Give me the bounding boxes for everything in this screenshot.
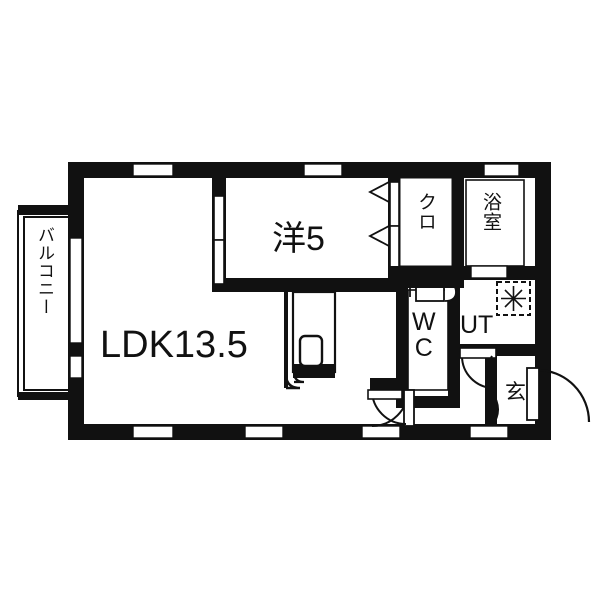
room-label-wc: W C bbox=[412, 308, 436, 362]
wc-area bbox=[407, 289, 449, 391]
wc-letter-c: C bbox=[414, 333, 433, 362]
room-label-ldk: LDK13.5 bbox=[100, 324, 248, 366]
closet-folding-doors[interactable] bbox=[368, 180, 400, 271]
room-label-utility: UT bbox=[460, 311, 494, 339]
room-label-balcony: バルコニー bbox=[35, 226, 54, 316]
washing-machine-pan-icon bbox=[496, 281, 531, 316]
bathroom-area bbox=[465, 179, 525, 279]
wall-detail-stubs bbox=[388, 266, 551, 358]
entrance-swing-door[interactable] bbox=[485, 355, 591, 427]
wc-letter-w: W bbox=[412, 308, 436, 336]
room-label-entrance: 玄 bbox=[505, 381, 526, 404]
bedroom-sliding-door[interactable] bbox=[213, 195, 225, 285]
kitchen-counter-icon bbox=[284, 290, 337, 390]
wc-swing-door[interactable] bbox=[371, 389, 415, 427]
room-label-bedroom: 洋5 bbox=[272, 220, 325, 258]
room-label-closet: クロ bbox=[415, 192, 436, 232]
room-label-bathroom: 浴室 bbox=[480, 192, 501, 232]
window-openings bbox=[69, 163, 520, 439]
hallway-swing-door[interactable] bbox=[367, 389, 407, 425]
closet-room-area bbox=[399, 177, 453, 267]
